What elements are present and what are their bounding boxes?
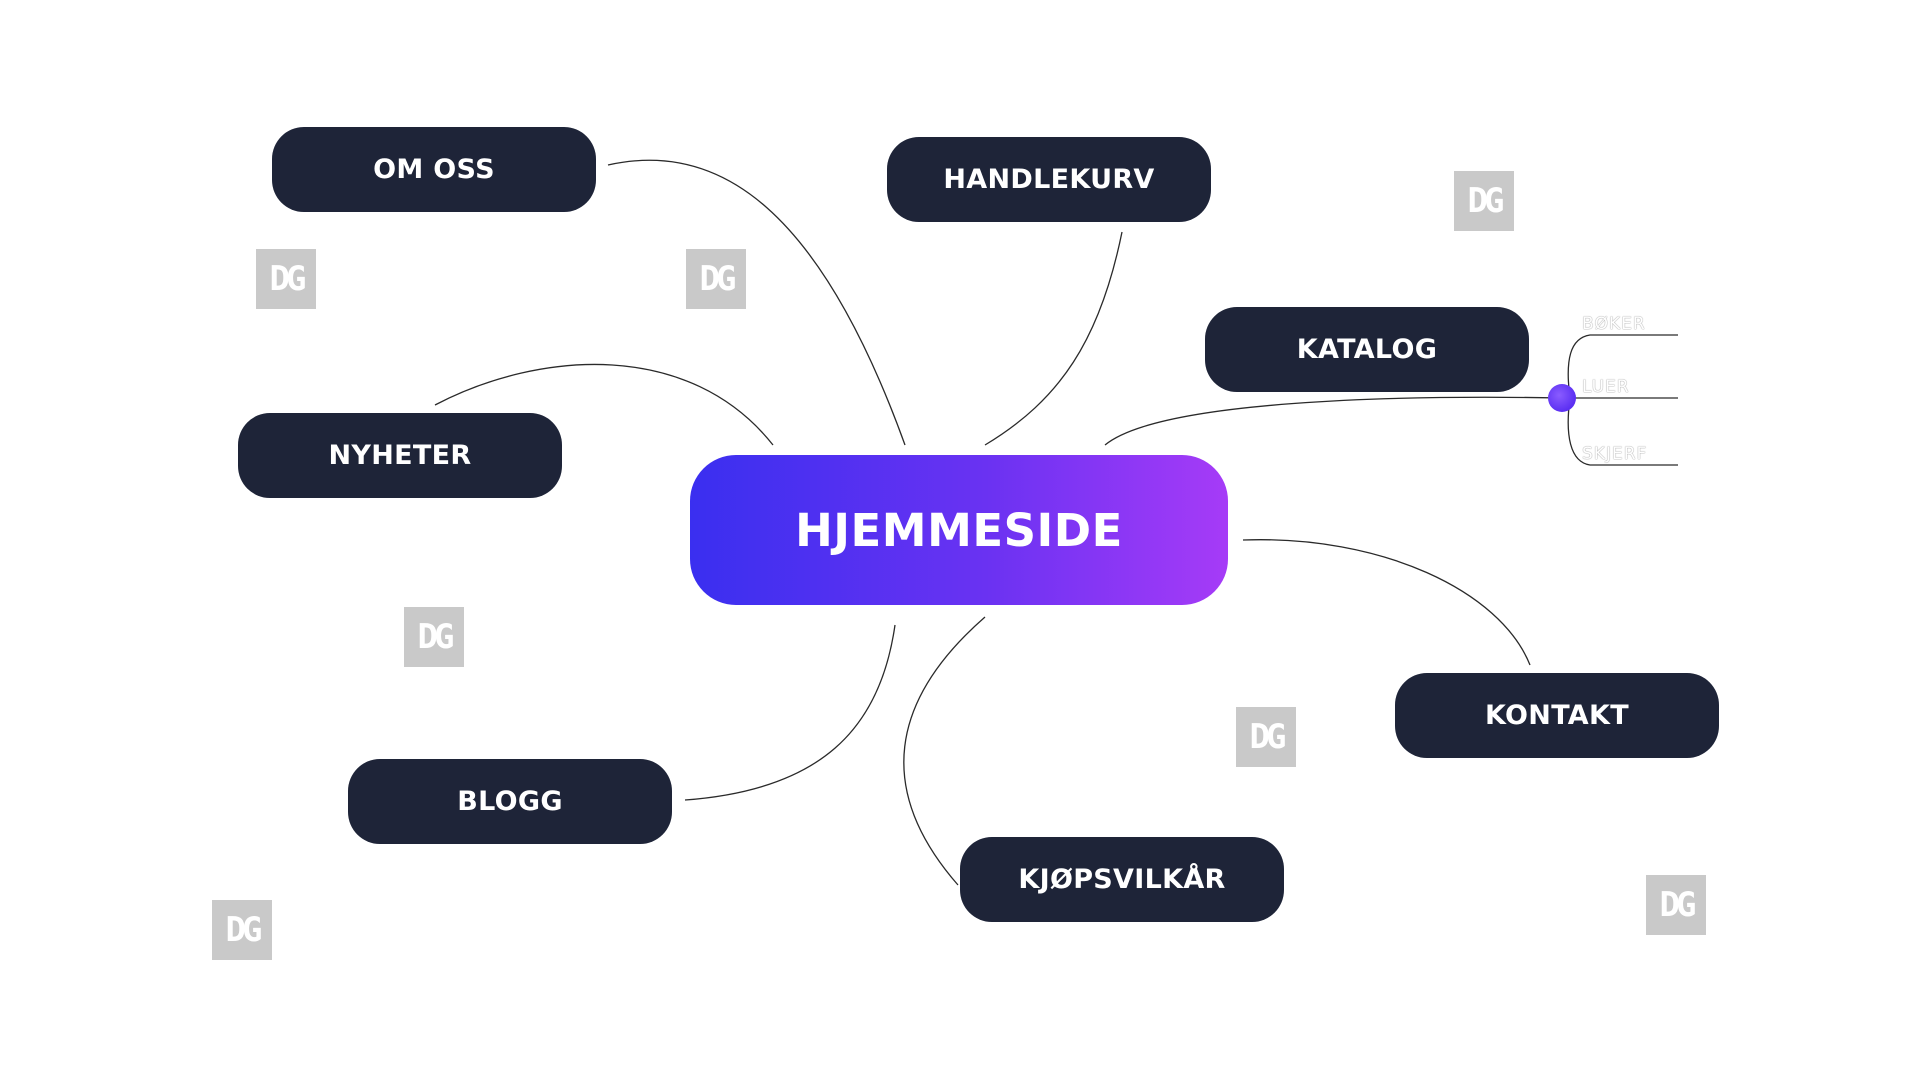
katalog-subitem-boker[interactable]: BØKER xyxy=(1582,313,1692,335)
katalog-subitem-skjerf[interactable]: SKJERF xyxy=(1582,443,1692,465)
watermark-text: DG xyxy=(269,259,307,299)
watermark-text: DG xyxy=(1249,717,1287,757)
connector-katalog xyxy=(1104,396,1563,446)
node-label: BLOGG xyxy=(457,786,563,817)
node-nyheter[interactable]: NYHETER xyxy=(238,413,562,498)
connector-kontakt xyxy=(1242,539,1531,666)
watermark-text: DG xyxy=(1467,181,1505,221)
watermark-logo: DG xyxy=(1454,171,1514,231)
center-node-hjemmeside[interactable]: HJEMMESIDE xyxy=(690,455,1228,605)
connector-om-oss xyxy=(607,159,906,446)
watermark-logo: DG xyxy=(212,900,272,960)
watermark-logo: DG xyxy=(404,607,464,667)
node-label: NYHETER xyxy=(328,440,472,471)
connector-katalog-skjerf xyxy=(1567,397,1678,466)
node-kjopsvilkar[interactable]: KJØPSVILKÅR xyxy=(960,837,1284,922)
watermark-logo: DG xyxy=(256,249,316,309)
subitem-label: SKJERF xyxy=(1582,444,1648,464)
connector-nyheter xyxy=(434,363,774,446)
watermark-text: DG xyxy=(225,910,263,950)
watermark-logo: DG xyxy=(686,249,746,309)
center-node-label: HJEMMESIDE xyxy=(795,503,1123,557)
watermark-text: DG xyxy=(699,259,737,299)
subitem-label: BØKER xyxy=(1582,314,1646,334)
node-om-oss[interactable]: OM OSS xyxy=(272,127,596,212)
katalog-subitem-luer[interactable]: LUER xyxy=(1582,376,1692,398)
node-label: KJØPSVILKÅR xyxy=(1018,864,1226,895)
node-katalog[interactable]: KATALOG xyxy=(1205,307,1529,392)
katalog-junction-dot xyxy=(1548,384,1576,412)
connector-handlekurv xyxy=(984,231,1123,446)
watermark-logo: DG xyxy=(1646,875,1706,935)
node-handlekurv[interactable]: HANDLEKURV xyxy=(887,137,1211,222)
node-kontakt[interactable]: KONTAKT xyxy=(1395,673,1719,758)
watermark-text: DG xyxy=(417,617,455,657)
node-label: HANDLEKURV xyxy=(943,164,1155,195)
connector-kjopsvilkar xyxy=(903,616,986,886)
node-label: KONTAKT xyxy=(1485,700,1629,731)
subitem-label: LUER xyxy=(1582,377,1630,397)
node-blogg[interactable]: BLOGG xyxy=(348,759,672,844)
node-label: OM OSS xyxy=(373,154,495,185)
watermark-logo: DG xyxy=(1236,707,1296,767)
watermark-text: DG xyxy=(1659,885,1697,925)
connector-blogg xyxy=(684,624,896,801)
node-label: KATALOG xyxy=(1296,334,1438,365)
